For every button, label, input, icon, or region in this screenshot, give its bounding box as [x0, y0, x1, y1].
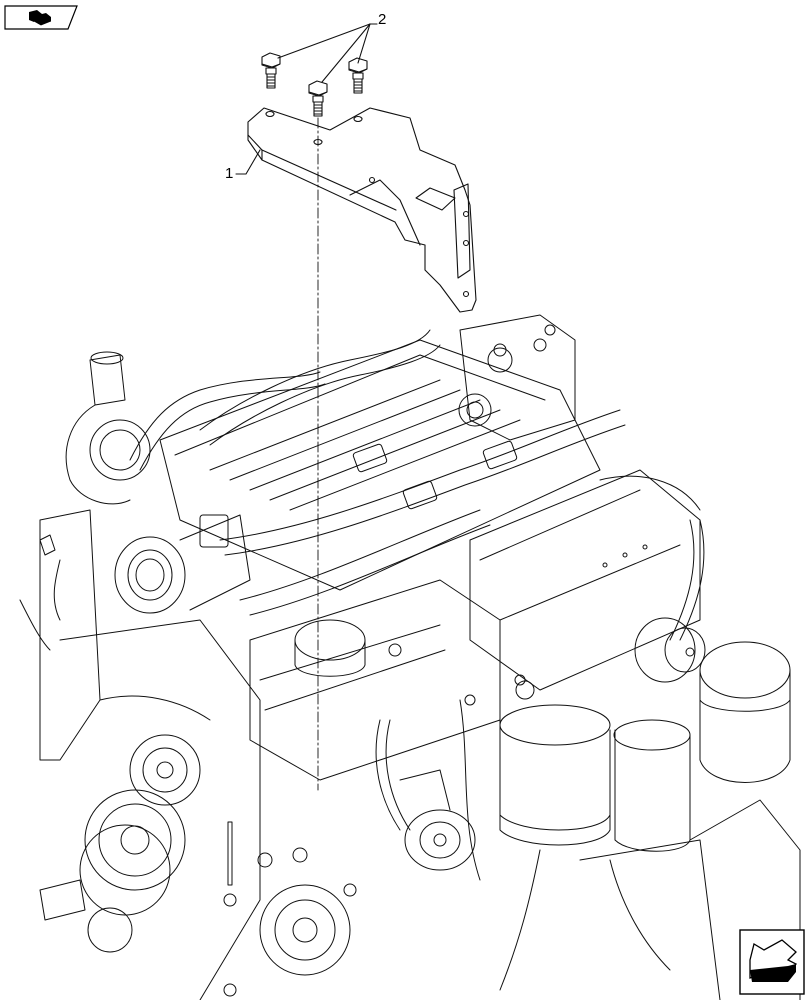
callout-1-label: 1 — [225, 165, 234, 182]
callout-2-leaders — [277, 23, 378, 83]
bolt-left — [261, 52, 281, 89]
callout-2-label: 2 — [378, 11, 387, 28]
book-return-button[interactable] — [4, 4, 78, 30]
arrow-next-icon — [739, 929, 805, 995]
bracket-part-1 — [247, 107, 477, 313]
engine-assembly — [19, 314, 801, 1000]
book-return-icon — [4, 5, 78, 30]
bolt-right — [348, 57, 368, 94]
next-page-button[interactable] — [738, 928, 808, 996]
callout-1-leader — [235, 149, 261, 175]
bolt-middle — [308, 80, 328, 117]
